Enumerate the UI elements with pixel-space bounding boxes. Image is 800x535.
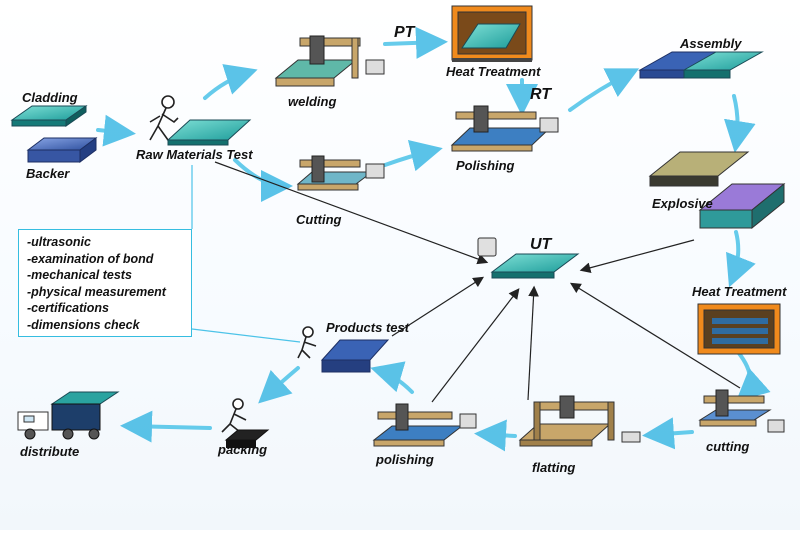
inspector-figure-products xyxy=(297,326,317,359)
raw-material-plate xyxy=(166,119,252,146)
checklist-connectors xyxy=(191,165,301,343)
label-cutting-right: cutting xyxy=(706,439,750,454)
arrow-ht-to-ut xyxy=(569,282,741,389)
products-plate-stack xyxy=(320,339,390,373)
inspector-figure-raw xyxy=(149,95,179,141)
label-packing: packing xyxy=(218,442,268,457)
arrow-to-distribute xyxy=(120,410,212,443)
polishing-machine-bottom xyxy=(372,403,477,447)
arrow-to-packing xyxy=(258,366,300,404)
arrow-to-cutting-right xyxy=(736,350,771,402)
blue-flow-arrows xyxy=(96,26,771,452)
checklist-item: -ultrasonic xyxy=(27,235,91,249)
explosive-assembly xyxy=(648,151,786,230)
label-polishing-bottom: polishing xyxy=(376,452,434,467)
arrow-to-products-test xyxy=(370,361,414,394)
label-raw-materials-test: Raw Materials Test xyxy=(136,147,253,162)
label-assembly: Assembly xyxy=(680,36,742,51)
black-arrows-to-ut xyxy=(214,161,741,403)
arrow-explosive-to-ut xyxy=(579,239,695,274)
arrow-products-to-ut xyxy=(391,276,485,337)
label-flatting: flatting xyxy=(532,460,576,475)
arrow-to-explosive xyxy=(723,94,756,153)
test-checklist: -ultrasonic -examination of bond -mechan… xyxy=(18,229,192,337)
backer-plate xyxy=(26,137,98,163)
packing-figure xyxy=(221,398,247,433)
welding-machine xyxy=(274,35,385,87)
flatting-press xyxy=(518,395,641,447)
label-heat-treatment-right: Heat Treatment xyxy=(692,284,787,299)
furnace-top xyxy=(451,5,533,62)
label-cutting-left: Cutting xyxy=(296,212,342,227)
label-backer: Backer xyxy=(26,166,70,181)
packing-box xyxy=(224,429,270,448)
label-explosive: Explosive xyxy=(652,196,713,211)
checklist-item: -mechanical tests xyxy=(27,268,132,282)
arrow-pt xyxy=(383,26,448,59)
ut-station xyxy=(477,237,580,279)
label-welding: welding xyxy=(288,94,337,109)
label-ut: UT xyxy=(530,236,552,253)
label-pt: PT xyxy=(394,24,415,41)
arrow-to-flatting xyxy=(642,417,694,450)
label-distribute: distribute xyxy=(20,444,80,459)
cladding-plate xyxy=(10,105,88,127)
label-cladding: Cladding xyxy=(22,90,78,105)
furnace-right xyxy=(697,303,781,355)
cutting-machine-right xyxy=(698,389,785,433)
polishing-machine-top xyxy=(450,105,559,152)
checklist-item: -examination of bond xyxy=(27,251,154,266)
arrow-polishing-to-ut xyxy=(431,288,520,403)
arrow-flatting-to-ut xyxy=(527,285,539,401)
checklist-item: -certifications xyxy=(27,301,109,315)
truck xyxy=(17,391,120,440)
assembly-plates xyxy=(638,51,764,79)
arrow-raw-to-ut xyxy=(214,161,489,265)
arrow-cutting-to-polishing xyxy=(383,140,443,172)
label-polishing-top: Polishing xyxy=(456,158,515,173)
arrow-to-polishing-bottom xyxy=(474,419,517,452)
arrow-to-assembly xyxy=(568,68,640,112)
checklist-item: -physical measurement xyxy=(27,284,166,299)
arrow-to-cutting-left xyxy=(233,158,293,202)
label-products-test: Products test xyxy=(326,320,410,335)
cutting-machine-left xyxy=(296,155,385,191)
label-rt: RT xyxy=(530,86,552,103)
checklist-item: -dimensions check xyxy=(27,317,140,332)
arrow-to-welding xyxy=(203,64,258,100)
label-heat-treatment-top: Heat Treatment xyxy=(446,64,541,79)
arrow-to-heat-treatment-right xyxy=(726,230,756,288)
arrow-to-raw-test xyxy=(96,114,136,147)
